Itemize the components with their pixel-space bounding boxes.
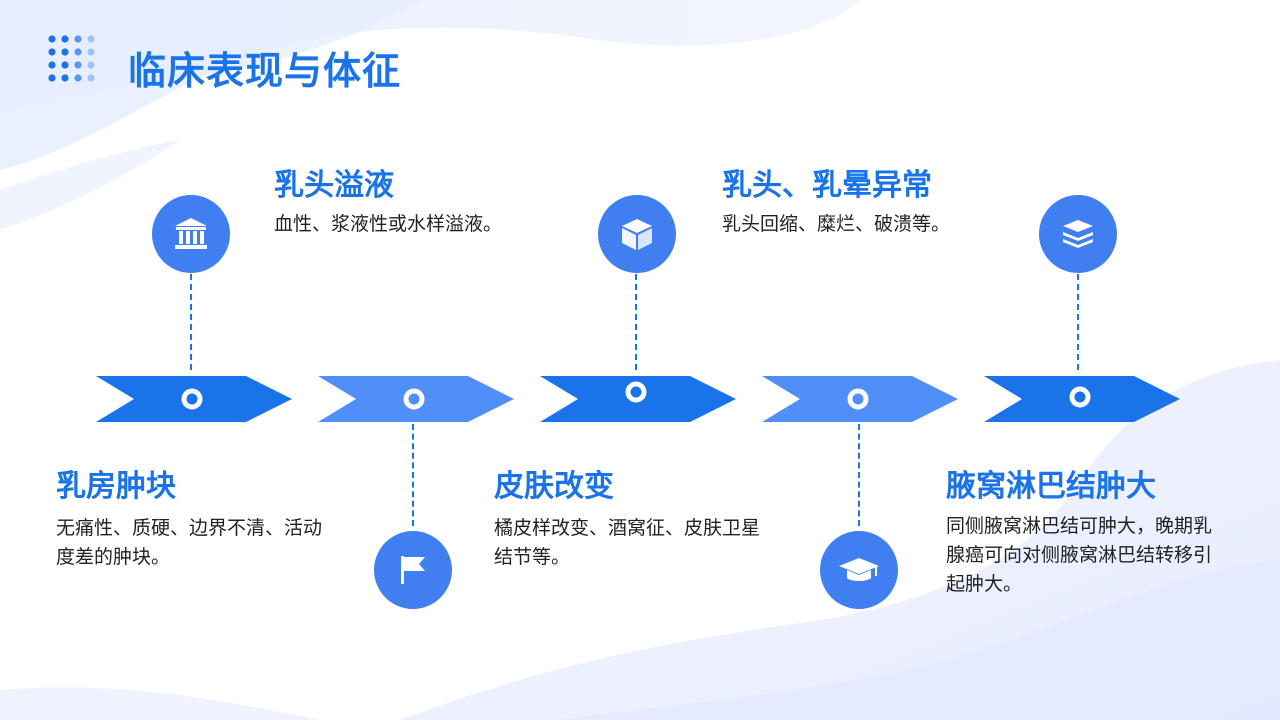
- timeline-arrow-3: [540, 376, 736, 422]
- item-3-description: 橘皮样改变、酒窝征、皮肤卫星结节等。: [494, 517, 761, 568]
- item-4-icon-circle: [598, 195, 676, 273]
- logo-dots-icon: [48, 35, 95, 82]
- connector-3: [635, 274, 637, 370]
- item-2-description: 血性、浆液性或水样溢液。: [274, 213, 503, 235]
- item-1-description: 无痛性、质硬、边界不清、活动度差的肿块。: [56, 517, 323, 568]
- timeline-arrow-1: [96, 376, 292, 422]
- item-4-heading: 乳头、乳晕异常: [722, 168, 932, 203]
- cube-icon: [622, 219, 652, 250]
- item-5-icon-circle: [1039, 195, 1117, 273]
- item-4-description: 乳头回缩、糜烂、破溃等。: [722, 213, 951, 235]
- item-1-icon-circle: [374, 531, 452, 609]
- connector-2: [412, 424, 414, 526]
- timeline-arrow-5: [984, 376, 1180, 422]
- item-3-icon-circle: [820, 531, 898, 609]
- item-3-heading: 皮肤改变: [494, 469, 614, 504]
- timeline-arrow-2: [318, 376, 514, 422]
- layers-icon: [1063, 220, 1093, 248]
- item-1-heading: 乳房肿块: [56, 469, 176, 504]
- flag-icon: [401, 556, 425, 584]
- graduation-cap-icon: [839, 558, 879, 581]
- item-2-icon-circle: [152, 195, 230, 273]
- item-2-heading: 乳头溢液: [274, 168, 394, 203]
- connector-4: [858, 424, 860, 526]
- bank-icon: [175, 218, 207, 249]
- item-5-description: 同侧腋窝淋巴结可肿大，晚期乳腺癌可向对侧腋窝淋巴结转移引起肿大。: [946, 515, 1213, 595]
- connector-5: [1077, 274, 1079, 370]
- timeline-arrow-4: [762, 376, 958, 422]
- item-5-heading: 腋窝淋巴结肿大: [946, 469, 1156, 504]
- page-title: 临床表现与体征: [128, 49, 402, 93]
- connector-1: [190, 274, 192, 370]
